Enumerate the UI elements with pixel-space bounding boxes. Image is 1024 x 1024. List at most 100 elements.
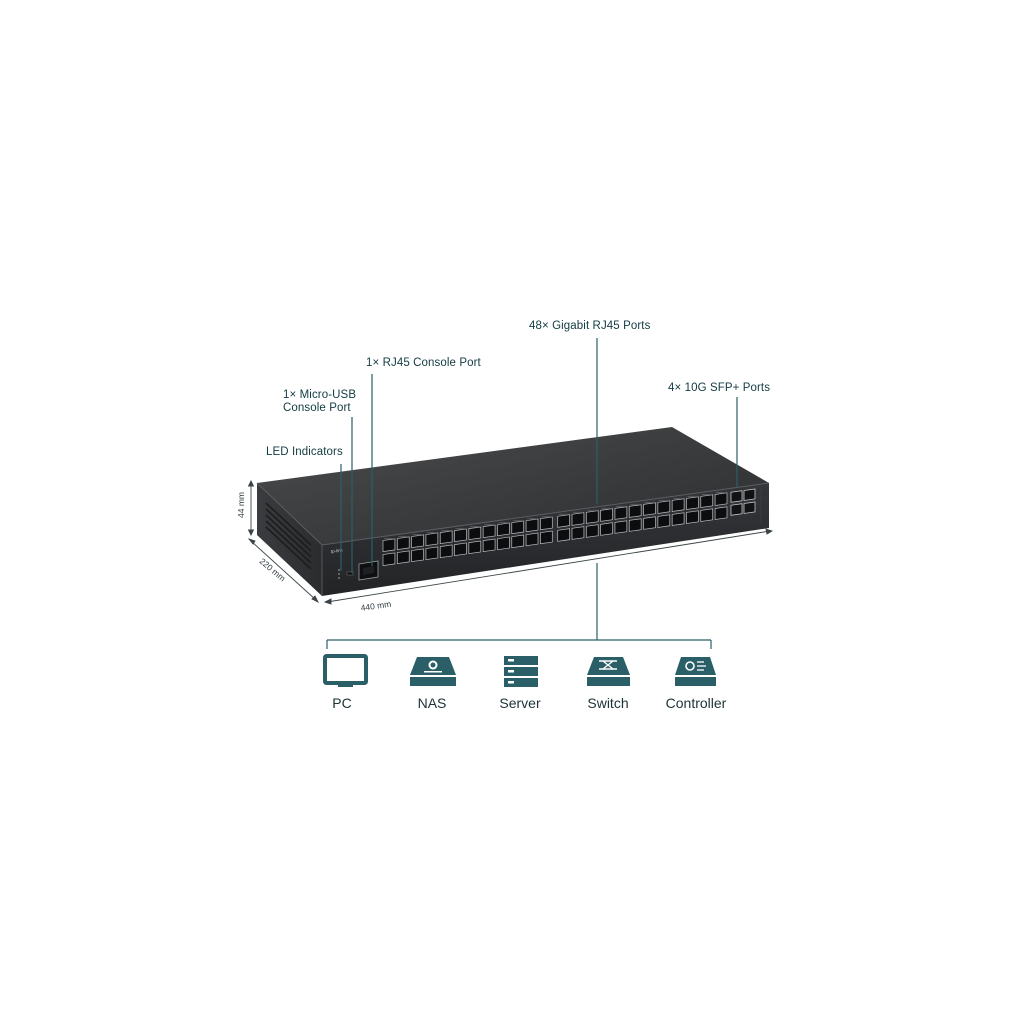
rj45-port bbox=[425, 532, 439, 546]
port-label-strip bbox=[384, 538, 394, 540]
port-label-strip bbox=[587, 509, 598, 511]
brand-logo: tp-link bbox=[331, 547, 344, 554]
port-label-strip bbox=[558, 513, 569, 515]
rj45-port bbox=[600, 522, 613, 536]
rj45-port bbox=[657, 514, 671, 528]
port-label-strip bbox=[658, 499, 669, 501]
rj45-port bbox=[525, 532, 539, 547]
device-icons bbox=[323, 654, 716, 687]
rj45-port bbox=[511, 534, 525, 549]
rj45-port bbox=[585, 524, 599, 538]
rj45-port bbox=[439, 544, 453, 559]
port-label-strip bbox=[484, 524, 495, 526]
rj45-port bbox=[600, 508, 613, 522]
port-label-strip bbox=[541, 516, 552, 518]
rj45-port bbox=[614, 506, 628, 520]
port-label-strip bbox=[527, 518, 537, 520]
callout-usb-line2: Console Port bbox=[283, 402, 351, 414]
port-label-strip bbox=[426, 532, 437, 534]
rj45-port bbox=[497, 522, 510, 537]
callout-led-indicators: LED Indicators bbox=[266, 446, 343, 458]
rj45-port bbox=[411, 534, 424, 548]
gigabit-port-grid bbox=[382, 491, 728, 566]
port-label-strip bbox=[601, 507, 612, 509]
callout-gigabit-ports: 48× Gigabit RJ45 Ports bbox=[529, 320, 651, 332]
rj45-port bbox=[571, 526, 585, 540]
callout-leader-lines bbox=[326, 338, 738, 649]
port-label-strip bbox=[498, 522, 509, 524]
sfp-port bbox=[743, 501, 756, 514]
rj45-port bbox=[454, 542, 467, 557]
rj45-port bbox=[482, 524, 496, 539]
rj45-port bbox=[411, 548, 424, 562]
rj45-port bbox=[671, 512, 685, 526]
rj45-port bbox=[540, 516, 553, 531]
rj45-port bbox=[396, 536, 410, 550]
rj45-port bbox=[468, 540, 482, 555]
sfp-port-block bbox=[730, 488, 756, 516]
port-label-strip bbox=[673, 497, 684, 499]
port-label-strip bbox=[716, 491, 726, 493]
controller-icon bbox=[675, 657, 716, 686]
rj45-port bbox=[614, 520, 628, 534]
device-label-pc: PC bbox=[332, 695, 352, 711]
port-label-strip bbox=[469, 526, 480, 528]
rj45-port bbox=[686, 510, 699, 524]
sfp-port bbox=[730, 490, 743, 503]
rj45-port bbox=[700, 508, 714, 522]
rj45-port bbox=[700, 494, 714, 508]
device-label-nas: NAS bbox=[417, 695, 447, 711]
callout-rj45-console-port: 1× RJ45 Console Port bbox=[366, 357, 481, 369]
sfp-port bbox=[743, 488, 756, 501]
port-label-strip bbox=[512, 520, 523, 522]
device-label-controller: Controller bbox=[665, 695, 727, 711]
rj45-port bbox=[557, 514, 570, 528]
rj45-port bbox=[557, 528, 570, 542]
callout-usb-line1: 1× Micro-USB bbox=[283, 389, 357, 401]
rj45-console-port bbox=[358, 560, 379, 581]
rj45-port bbox=[511, 520, 525, 535]
rj45-port bbox=[671, 498, 685, 512]
port-label-strip bbox=[630, 503, 641, 505]
port-label-strip bbox=[398, 536, 409, 538]
port-label-strip bbox=[644, 501, 655, 503]
rj45-port bbox=[643, 502, 656, 516]
side-vent-holes bbox=[265, 502, 312, 570]
device-label-server: Server bbox=[499, 695, 541, 711]
rj45-port bbox=[382, 552, 396, 566]
port-label-strip bbox=[701, 493, 712, 495]
port-label-strip bbox=[441, 530, 452, 532]
rj45-port bbox=[382, 538, 396, 552]
rj45-port bbox=[686, 496, 699, 510]
port-label-strip bbox=[687, 495, 698, 497]
pc-icon bbox=[323, 654, 368, 687]
rj45-port bbox=[482, 538, 496, 553]
port-label-strip bbox=[615, 505, 626, 507]
rj45-port bbox=[425, 546, 439, 560]
rj45-port bbox=[396, 550, 410, 564]
rj45-port bbox=[540, 530, 553, 545]
rj45-port bbox=[571, 512, 585, 526]
micro-usb-console-port bbox=[346, 571, 354, 576]
port-label-strip bbox=[455, 528, 466, 530]
rj45-port bbox=[714, 492, 728, 506]
led-indicator-dots bbox=[338, 569, 340, 579]
rj45-port bbox=[714, 506, 728, 520]
rj45-port bbox=[468, 526, 482, 541]
callout-usb-console-port: 1× Micro-USB Console Port bbox=[283, 389, 356, 415]
device-label-switch: Switch bbox=[587, 695, 629, 711]
rj45-port bbox=[628, 504, 642, 518]
port-label-strip bbox=[573, 511, 583, 513]
dimension-height: 44 mm bbox=[236, 492, 246, 518]
rj45-port bbox=[525, 518, 539, 533]
rj45-port bbox=[657, 500, 671, 514]
callout-sfp-ports: 4× 10G SFP+ Ports bbox=[668, 382, 771, 394]
rj45-port bbox=[643, 516, 656, 530]
dimension-arrows bbox=[247, 479, 774, 605]
sfp-port bbox=[730, 503, 743, 516]
rj45-port bbox=[585, 510, 599, 524]
switch-icon bbox=[587, 657, 630, 686]
server-icon bbox=[504, 656, 538, 687]
